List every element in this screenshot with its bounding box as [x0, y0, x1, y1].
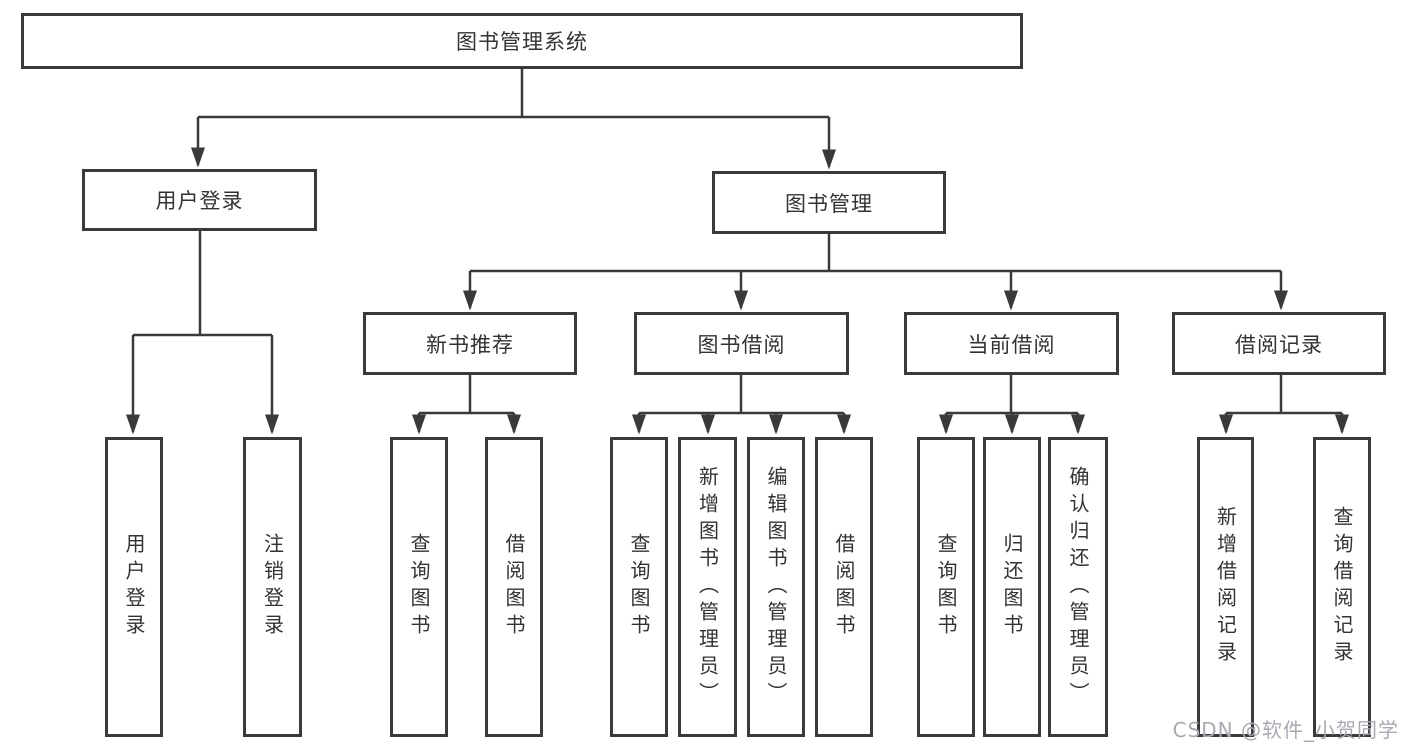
node-book-management: 图书管理	[712, 171, 946, 234]
leaf-label: 归还图书	[1000, 533, 1024, 641]
leaf-confirm-return-admin: 确认归还（管理员）	[1048, 437, 1108, 737]
node-label: 新书推荐	[426, 332, 514, 357]
node-label: 图书管理系统	[456, 30, 588, 54]
node-label: 图书管理	[785, 191, 873, 216]
leaf-label: 注销登录	[260, 533, 285, 641]
leaf-label: 确认归还（管理员）	[1066, 465, 1090, 709]
connector-lines	[133, 69, 1342, 415]
leaf-add-borrow-record: 新增借阅记录	[1197, 437, 1254, 737]
node-library-system: 图书管理系统	[21, 13, 1023, 69]
node-book-borrow: 图书借阅	[634, 312, 849, 375]
node-new-book-recommend: 新书推荐	[363, 312, 577, 375]
connector-arrows	[126, 117, 1349, 435]
leaf-label: 查询图书	[934, 533, 958, 641]
leaf-borrow-books: 借阅图书	[485, 437, 543, 737]
leaf-query-books: 查询图书	[610, 437, 668, 737]
leaf-label: 查询图书	[407, 533, 431, 641]
leaf-return-books: 归还图书	[983, 437, 1041, 737]
leaf-label: 借阅图书	[832, 533, 856, 641]
leaf-query-books: 查询图书	[390, 437, 448, 737]
leaf-query-books: 查询图书	[917, 437, 975, 737]
leaf-label: 查询借阅记录	[1330, 506, 1354, 668]
leaf-logout: 注销登录	[243, 437, 302, 737]
node-label: 当前借阅	[967, 332, 1056, 357]
leaf-label: 用户登录	[122, 533, 146, 641]
leaf-borrow-books: 借阅图书	[815, 437, 873, 737]
leaf-label: 编辑图书（管理员）	[764, 465, 788, 709]
leaf-edit-books-admin: 编辑图书（管理员）	[747, 437, 805, 737]
leaf-label: 新增借阅记录	[1213, 506, 1238, 668]
node-user-login: 用户登录	[82, 169, 317, 231]
leaf-add-books-admin: 新增图书（管理员）	[678, 437, 737, 737]
node-label: 用户登录	[155, 189, 244, 213]
node-borrow-records: 借阅记录	[1172, 312, 1386, 375]
leaf-label: 新增图书（管理员）	[695, 465, 720, 709]
leaf-label: 借阅图书	[502, 533, 526, 641]
leaf-user-login: 用户登录	[105, 437, 163, 737]
leaf-query-borrow-record: 查询借阅记录	[1313, 437, 1371, 737]
leaf-label: 查询图书	[627, 533, 651, 641]
node-current-borrow: 当前借阅	[904, 312, 1119, 375]
node-label: 借阅记录	[1235, 332, 1323, 357]
node-label: 图书借阅	[697, 332, 786, 357]
csdn-watermark: CSDN @软件_小贺同学	[1172, 718, 1399, 742]
